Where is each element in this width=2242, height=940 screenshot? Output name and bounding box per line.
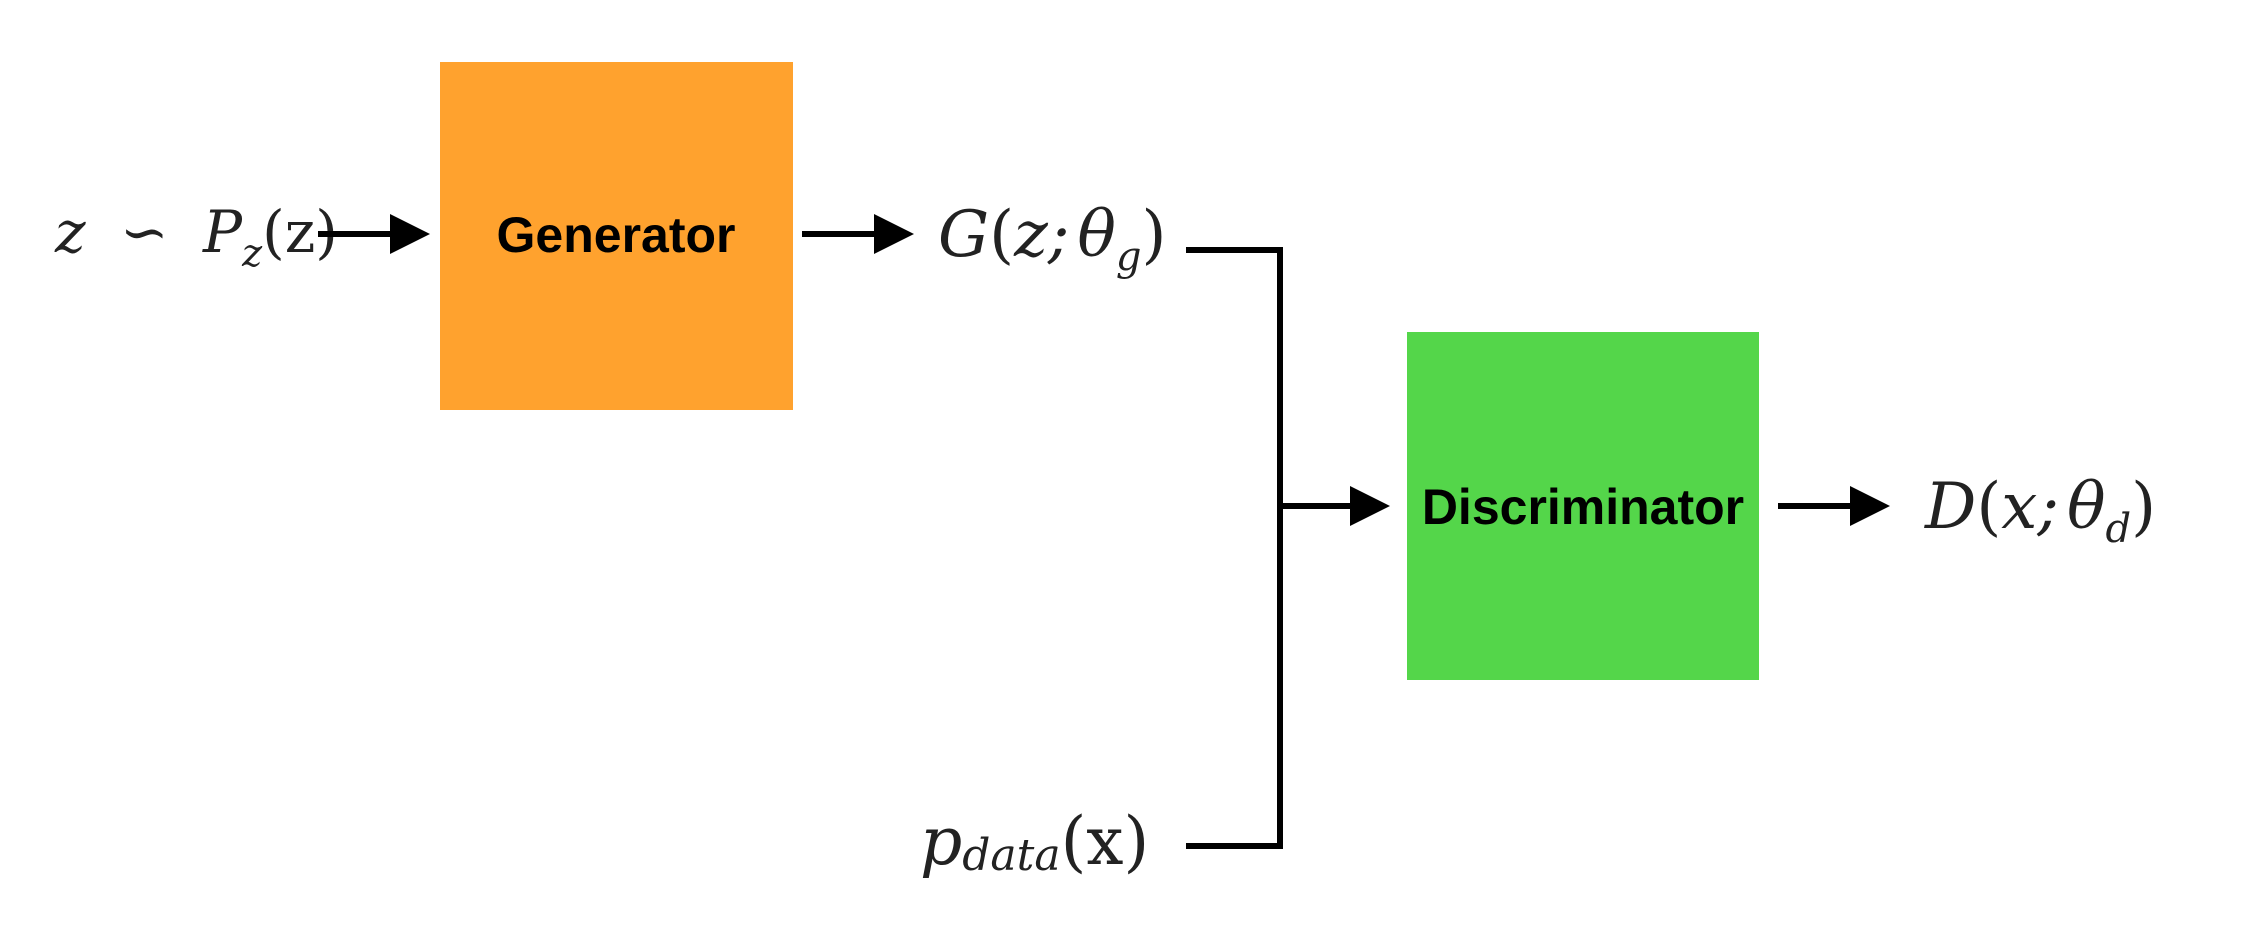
discriminator-close-paren: )	[2131, 470, 2156, 544]
discriminator-theta-subscript: d	[2105, 506, 2131, 552]
arrow-discriminator-to-output	[1778, 486, 1890, 526]
generator-theta-subscript: g	[1116, 234, 1142, 280]
generator-close-paren: )	[1142, 198, 1167, 272]
generator-block: Generator	[440, 62, 793, 410]
discriminator-box	[1407, 332, 1759, 680]
merge-connector	[1186, 247, 1390, 849]
discriminator-open-paren: (	[1976, 470, 2001, 544]
discriminator-theta: θ	[2067, 470, 2106, 544]
data-distribution-symbol: p	[920, 803, 962, 880]
discriminator-function-symbol: D	[1924, 470, 1976, 544]
generator-output-label: G(z;θg)	[938, 198, 1166, 280]
discriminator-arguments: x;	[2001, 470, 2059, 544]
arrow-noise-to-generator	[318, 214, 430, 254]
generator-box	[440, 62, 793, 410]
generator-label: Generator	[497, 207, 736, 263]
prior-symbol: P	[202, 198, 243, 266]
data-input-label: pdata(x)	[920, 803, 1149, 881]
distributed-symbol: ∽	[120, 198, 169, 266]
data-distribution-subscript: data	[962, 830, 1060, 881]
discriminator-block: Discriminator	[1407, 332, 1759, 680]
arrow-generator-to-output	[802, 214, 914, 254]
svg-text:G(z;θg): G(z;θg)	[938, 198, 1166, 280]
generator-theta: θ	[1077, 198, 1116, 272]
svg-text:pdata(x): pdata(x)	[920, 803, 1149, 881]
noise-input-label: z ∽ Pz(z)	[54, 198, 338, 275]
noise-variable: z	[54, 198, 86, 266]
generator-function-symbol: G	[938, 198, 989, 272]
discriminator-label: Discriminator	[1422, 479, 1744, 535]
generator-open-paren: (	[989, 198, 1014, 272]
discriminator-output-label: D(x;θd)	[1924, 470, 2156, 552]
data-distribution-argument: (x)	[1061, 803, 1150, 880]
svg-text:z ∽ Pz(z): z ∽ Pz(z)	[54, 198, 338, 275]
generator-arguments: z;	[1013, 198, 1069, 272]
prior-subscript: z	[241, 231, 263, 275]
svg-text:D(x;θd): D(x;θd)	[1924, 470, 2156, 552]
